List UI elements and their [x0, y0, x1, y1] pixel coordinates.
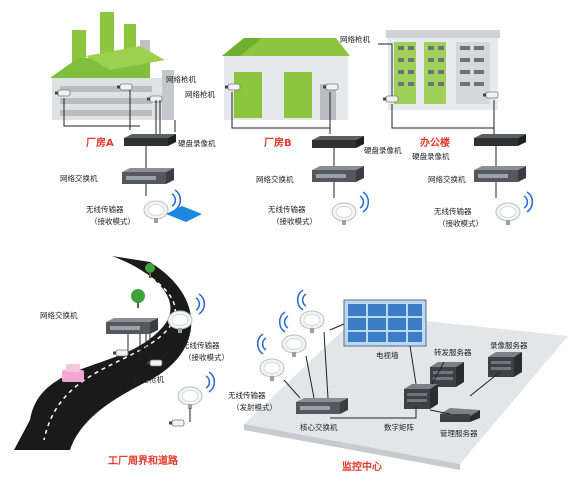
road-wireless-label-1: 无线传输器 — [182, 340, 220, 350]
road-switch-icon — [106, 318, 158, 334]
wireless-o-signal-icon — [523, 191, 534, 213]
road-switch-label: 网络交换机 — [40, 310, 78, 320]
camera-office-1-icon — [382, 95, 399, 103]
site-factory-a: 厂房A — [86, 136, 114, 149]
camera-a2-label: 网络枪机 — [185, 89, 215, 99]
tx-signal-3-icon — [296, 289, 307, 311]
wireless-a-signal-icon — [171, 189, 182, 211]
digital-matrix-label: 数字矩阵 — [384, 422, 414, 432]
factory-a-building — [50, 12, 174, 120]
road-wireless-signal-2-icon — [205, 371, 216, 393]
wireless-a-dish-icon — [143, 200, 169, 224]
mgmt-server-label: 管理服务器 — [440, 428, 478, 438]
wireless-b-dish-icon — [331, 202, 357, 226]
switch-a-icon — [122, 168, 174, 184]
switch-b-label: 网络交换机 — [256, 174, 294, 184]
camera-office-label: 网络枪机 — [340, 34, 370, 44]
tx-label-2: （发射模式） — [232, 402, 277, 412]
tx-dish-2-icon — [281, 334, 307, 358]
nvr-b-icon — [312, 136, 364, 148]
switch-b-icon — [312, 166, 364, 182]
nvr-a-label: 硬盘录像机 — [178, 138, 216, 148]
site-factory-b: 厂房B — [264, 136, 292, 149]
wireless-a-label-1: 无线传输器 — [86, 204, 124, 214]
switch-office-icon — [474, 166, 526, 182]
road-wireless-dish-2-icon — [177, 386, 203, 410]
wireless-o-dish-icon — [495, 202, 521, 226]
tv-wall-label: 电视墙 — [376, 350, 399, 360]
nvr-office-icon — [474, 134, 526, 146]
road-camera-1-icon — [112, 349, 129, 357]
core-switch-icon — [296, 398, 348, 414]
wireless-b-signal-icon — [359, 191, 370, 213]
record-server-label: 录像服务器 — [490, 340, 528, 350]
tx-label-1: 无线传输器 — [228, 390, 266, 400]
factory-b-building — [222, 38, 350, 120]
wireless-b-label-2: （接收模式） — [272, 216, 317, 226]
forward-server-label: 转发服务器 — [434, 347, 472, 357]
road-camera-3-icon — [168, 419, 185, 427]
digital-matrix-icon — [404, 384, 438, 409]
wireless-o-label-2: （接收模式） — [438, 218, 483, 228]
switch-office-label: 网络交换机 — [428, 174, 466, 184]
wireless-b-label-1: 无线传输器 — [268, 204, 306, 214]
road-wireless-label-2: （接收模式） — [184, 352, 229, 362]
site-office: 办公楼 — [420, 136, 450, 149]
tx-dish-3-icon — [299, 310, 325, 334]
record-server-icon — [488, 352, 522, 377]
core-switch-label: 核心交换机 — [300, 422, 338, 432]
tv-wall — [343, 299, 427, 347]
office-building — [386, 30, 500, 110]
wireless-o-label-1: 无线传输器 — [434, 206, 472, 216]
switch-a-label: 网络交换机 — [60, 173, 98, 183]
camera-a-label: 网络枪机 — [166, 74, 196, 84]
wireless-a-label-2: （接收模式） — [90, 216, 135, 226]
nvr-a-icon — [124, 134, 176, 146]
nvr-office-label: 硬盘录像机 — [412, 151, 450, 161]
tx-signal-2-icon — [278, 311, 289, 333]
road-camera-label: 网络枪机 — [134, 374, 164, 384]
road-wireless-signal-icon — [195, 293, 206, 315]
tx-dish-1-icon — [259, 358, 285, 382]
nvr-b-label: 硬盘录像机 — [364, 145, 402, 155]
road-scene — [14, 256, 192, 450]
road-title: 工厂周界和道路 — [108, 454, 179, 467]
monitor-title: 监控中心 — [342, 460, 382, 473]
forward-server-icon — [430, 362, 464, 387]
tx-signal-1-icon — [256, 333, 267, 355]
